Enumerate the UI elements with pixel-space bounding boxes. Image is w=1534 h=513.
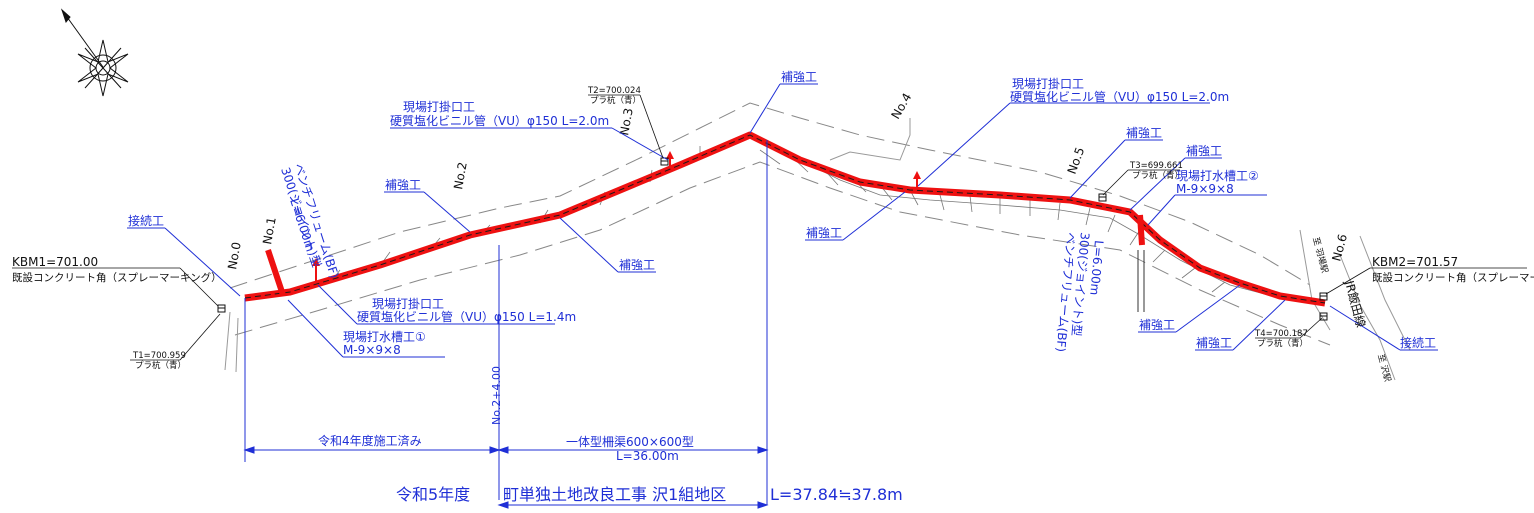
title-year: 令和5年度 bbox=[396, 485, 470, 504]
t2-label-2: プラ杭（青） bbox=[590, 95, 641, 106]
suiso1-b: M-9×9×8 bbox=[343, 343, 401, 357]
t1-label-1: T1=700.959 bbox=[132, 351, 186, 361]
suiso1-a: 現場打水槽工① bbox=[343, 330, 426, 344]
benchmark-markers bbox=[217, 157, 1328, 321]
kakeguchi-1: 現場打掛口工 bbox=[403, 99, 475, 114]
kakeguchi-2: 現場打掛口工 bbox=[1012, 76, 1084, 91]
t3-label-2: プラ杭（青） bbox=[1132, 170, 1183, 181]
kbm1-label-1: KBM1=701.00 bbox=[12, 255, 98, 269]
leader-lines-black bbox=[12, 94, 1527, 361]
t4-label-1: T4=700.187 bbox=[1254, 329, 1308, 339]
t2-label-1: T2=700.024 bbox=[587, 86, 641, 96]
hokyo-6: 補強工 bbox=[619, 258, 655, 272]
station-no5: No.5 bbox=[1065, 145, 1088, 176]
hokyo-3: 補強工 bbox=[1126, 126, 1162, 140]
hokyo-2: 補強工 bbox=[781, 70, 817, 84]
kbm1-label-2: 既設コンクリート角（スプレーマーキング） bbox=[12, 271, 222, 284]
jr-line-label: JR飯田線 bbox=[1342, 278, 1369, 329]
suiso2-b: M-9×9×8 bbox=[1176, 182, 1234, 196]
station-no0: No.0 bbox=[225, 241, 244, 271]
bf-right-c: L=6.00m bbox=[1087, 240, 1106, 296]
embankment-hatching bbox=[244, 144, 1281, 301]
title-length: L=37.84≒37.8m bbox=[770, 485, 903, 504]
station-no4: No.4 bbox=[888, 91, 914, 122]
annotation-labels: KBM1=701.00 既設コンクリート角（スプレーマーキング） T1=700.… bbox=[12, 70, 1534, 504]
hokyo-5: 補強工 bbox=[806, 226, 842, 240]
kakeguchi-3: 現場打掛口工 bbox=[372, 296, 444, 311]
t3-label-1: T3=699.661 bbox=[1129, 161, 1183, 171]
title-main: 町単独土地改良工事 沢1組地区 bbox=[503, 485, 726, 504]
t1-label-2: プラ杭（青） bbox=[135, 360, 186, 371]
hokyo-7: 補強工 bbox=[1139, 318, 1175, 332]
hokyo-1: 補強工 bbox=[385, 178, 421, 192]
kakeguchi-1-pipe: 硬質塩化ビニル管（VU）φ150 L=2.0m bbox=[390, 113, 609, 128]
station-labels: No.0 No.1 No.2 No.3 No.4 No.5 No.6 No.2+… bbox=[225, 91, 1350, 425]
kbm2-label-2: 既設コンクリート角（スプレーマーキング） bbox=[1372, 271, 1534, 284]
dim-left-label: 令和4年度施工済み bbox=[318, 433, 422, 448]
north-arrow-icon bbox=[60, 8, 129, 97]
suiso2-a: 現場打水槽工② bbox=[1176, 169, 1259, 183]
leader-lines bbox=[127, 83, 1438, 358]
station-no3: No.3 bbox=[617, 107, 636, 137]
station-no2: No.2 bbox=[451, 161, 470, 191]
kakeguchi-3-pipe: 硬質塩化ビニル管（VU）φ150 L=1.4m bbox=[357, 309, 576, 324]
t4-label-2: プラ杭（青） bbox=[1257, 338, 1308, 349]
hokyo-4: 補強工 bbox=[1186, 144, 1222, 158]
station-no6: No.6 bbox=[1329, 233, 1350, 263]
hokyo-8: 補強工 bbox=[1196, 336, 1232, 350]
road-label-2: 至 羽場駅 bbox=[1310, 236, 1330, 275]
setsuzoku-right: 接続工 bbox=[1400, 335, 1436, 350]
kakeguchi-2-pipe: 硬質塩化ビニル管（VU）φ150 L=2.0m bbox=[1010, 89, 1229, 104]
road-outline bbox=[229, 102, 1331, 346]
station-no1: No.1 bbox=[260, 216, 279, 246]
station-no2-4: No.2+4.00 bbox=[490, 366, 503, 425]
dim-right-label-2: L=36.00m bbox=[616, 449, 679, 463]
setsuzoku-left: 接続工 bbox=[128, 213, 164, 228]
dim-right-label-1: 一体型柵渠600×600型 bbox=[566, 435, 694, 449]
kbm2-label-1: KBM2=701.57 bbox=[1372, 255, 1458, 269]
channel-route bbox=[244, 131, 1326, 312]
dimension-lines bbox=[243, 140, 769, 509]
